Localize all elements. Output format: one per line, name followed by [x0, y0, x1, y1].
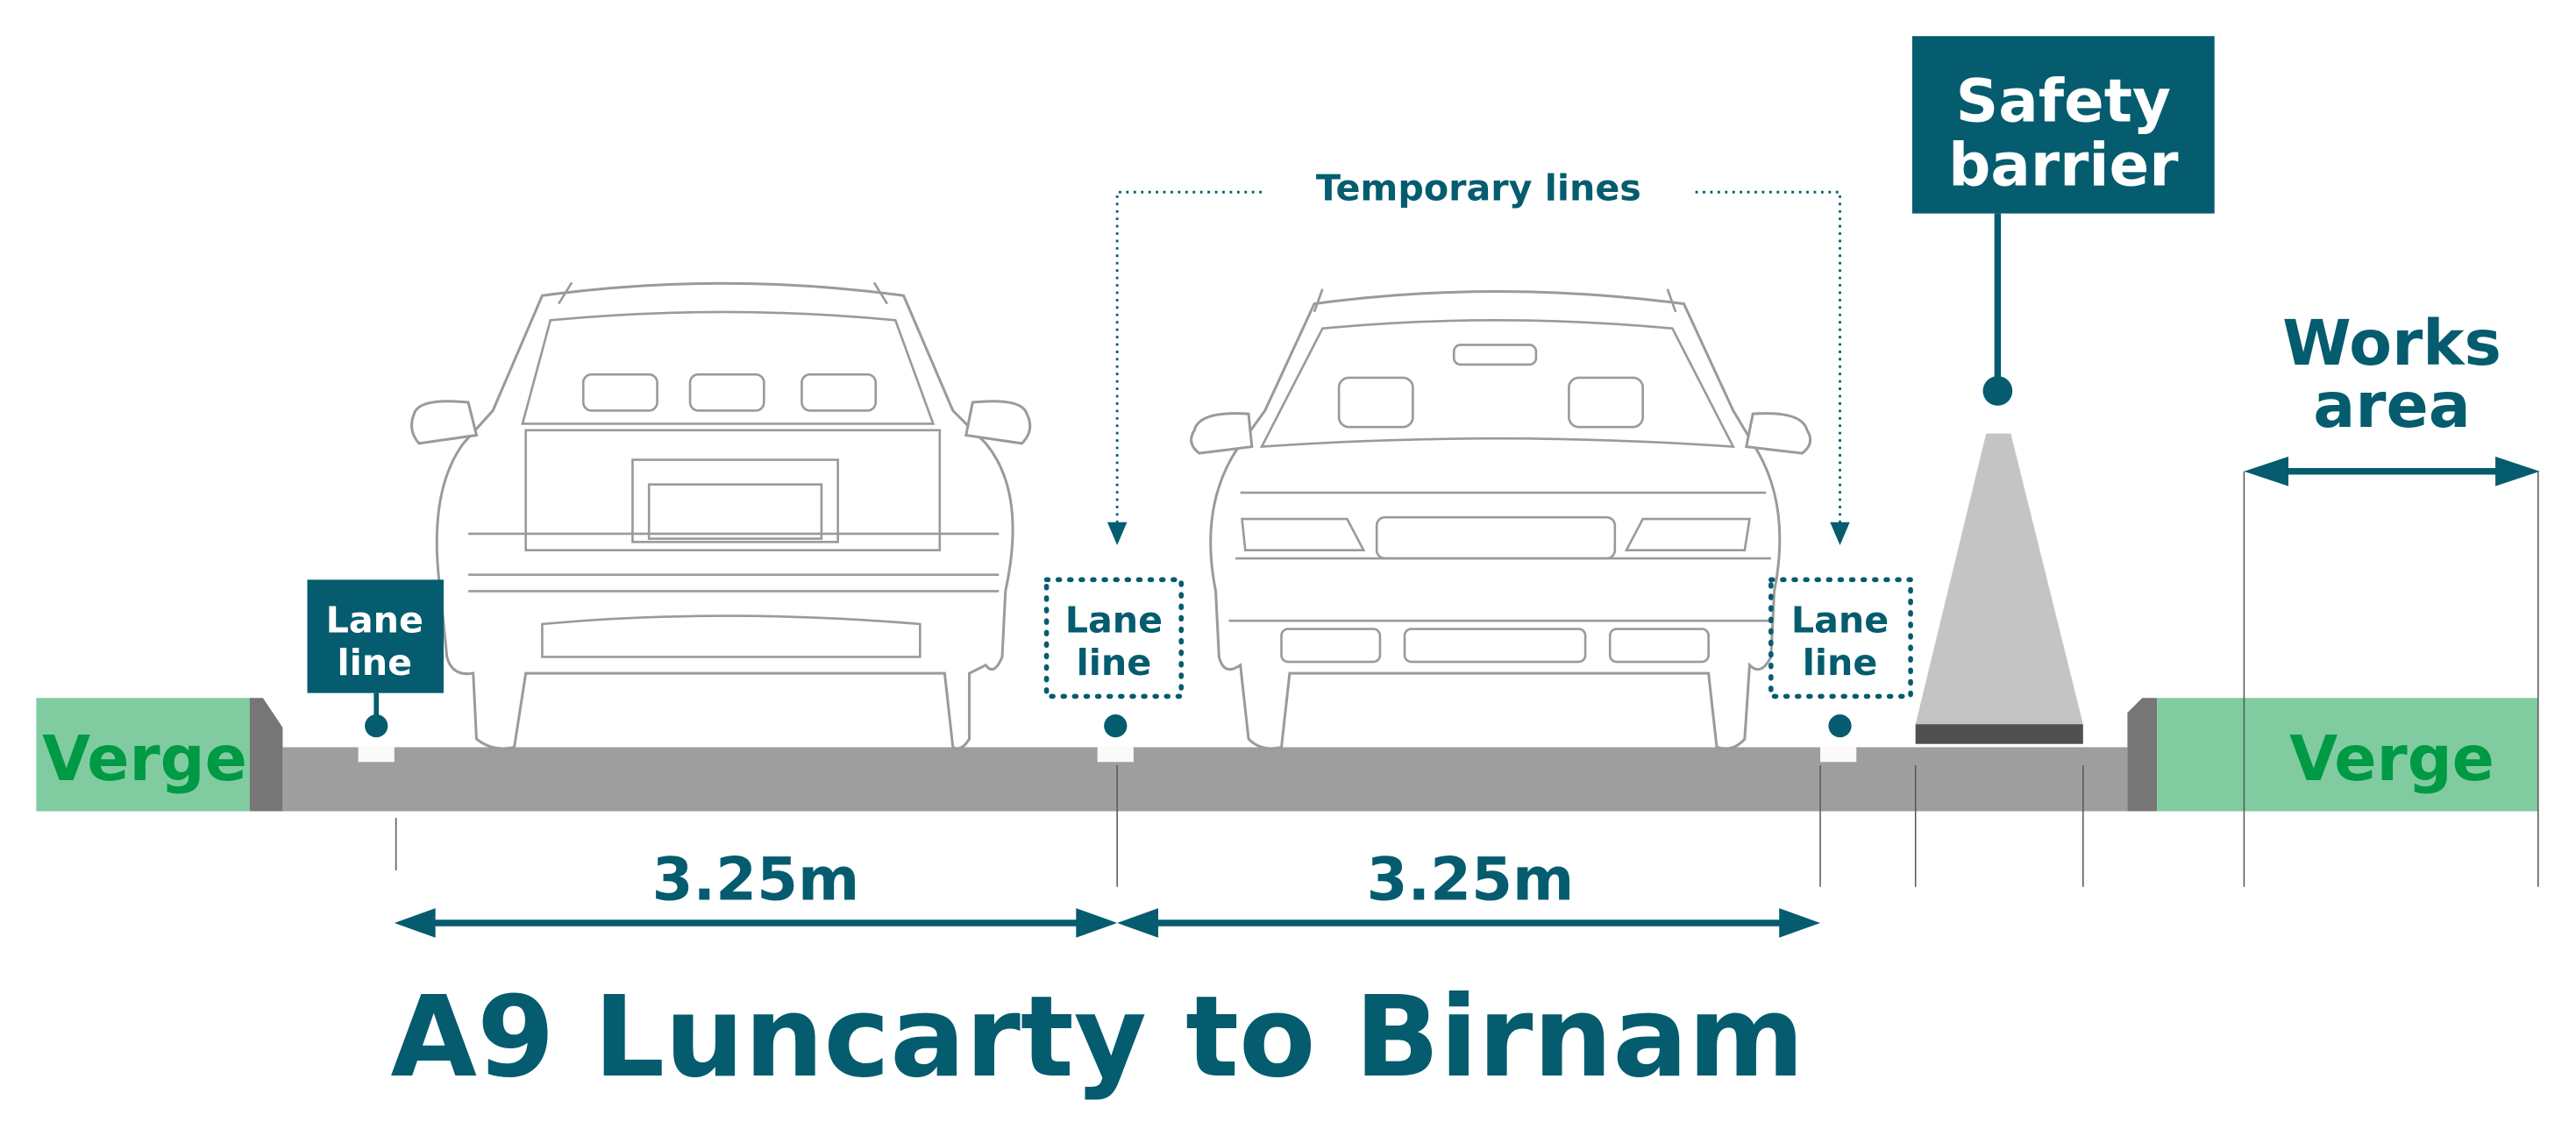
safety-barrier-callout: Safety barrier: [1911, 36, 2215, 406]
arrow-left-icon: [2244, 456, 2288, 486]
lane-1-dimension: 3.25m: [394, 845, 1118, 938]
lane-line-label: line: [1077, 642, 1152, 684]
temporary-lines-callout: Temporary lines: [1107, 167, 1850, 546]
arrow-right-icon: [1076, 908, 1118, 938]
arrow-left-icon: [1117, 908, 1158, 938]
lane-line-callout-2: Lane line: [1043, 577, 1185, 738]
lane-marking: [358, 747, 395, 763]
safety-barrier: [1915, 433, 2083, 725]
lane-line-label: Lane: [1065, 599, 1163, 641]
car-front-view: [1190, 288, 1812, 750]
lane-2-width-label: 3.25m: [1367, 845, 1575, 914]
right-curb: [2127, 698, 2158, 812]
safety-barrier-label: Safety: [1956, 67, 2171, 136]
arrow-down-icon: [1830, 522, 1850, 546]
works-area-label: Works: [2282, 307, 2501, 380]
pin-dot: [1104, 714, 1128, 738]
arrow-right-icon: [1779, 908, 1821, 938]
lane-line-callout-1: Lane line: [307, 579, 444, 738]
car-rear-view: [410, 281, 1032, 750]
lane-1-width-label: 3.25m: [652, 845, 860, 914]
right-verge: [2157, 698, 2538, 812]
lane-marking: [1097, 747, 1134, 763]
works-area-label: area: [2313, 369, 2470, 442]
verge-left-label: Verge: [42, 722, 247, 795]
lane-line-label: Lane: [1791, 599, 1889, 641]
pin-dot: [365, 714, 388, 738]
left-curb: [249, 698, 283, 812]
lane-2-dimension: 3.25m: [1117, 845, 1821, 938]
lane-line-label: line: [1803, 642, 1878, 684]
lane-line-callout-3: Lane line: [1768, 577, 1913, 738]
arrow-left-icon: [394, 908, 436, 938]
lane-line-label: line: [338, 642, 413, 684]
safety-barrier-base: [1915, 724, 2083, 744]
left-verge: [36, 698, 252, 812]
arrow-down-icon: [1107, 522, 1128, 546]
pin-dot: [1828, 714, 1852, 738]
lane-line-label: Lane: [326, 599, 423, 641]
lane-marking: [1820, 747, 1857, 763]
pin-dot: [1982, 376, 2013, 406]
temporary-lines-label: Temporary lines: [1316, 167, 1641, 209]
verge-right-label: Verge: [2289, 722, 2494, 795]
arrow-right-icon: [2495, 456, 2540, 486]
diagram-title: A9 Luncarty to Birnam: [390, 973, 1804, 1103]
works-area-callout: Works area: [2243, 307, 2540, 887]
dimension-ticks: [395, 765, 2084, 887]
safety-barrier-label: barrier: [1948, 131, 2179, 200]
